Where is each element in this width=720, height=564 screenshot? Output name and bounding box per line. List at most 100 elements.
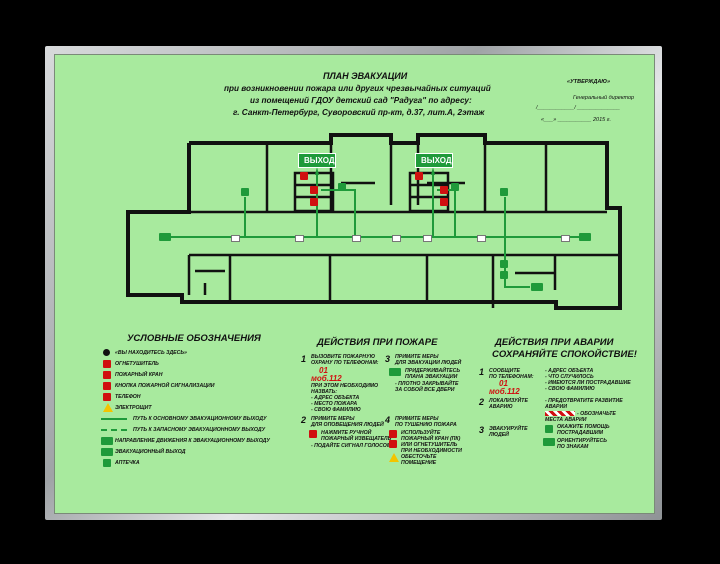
accident-step-3-text: ЭВАКУИРУЙТЕ xyxy=(489,426,528,432)
accident-step-2-text: МЕСТА АВАРИИ xyxy=(545,417,587,423)
legend-label: ОГНЕТУШИТЕЛЬ xyxy=(115,361,159,367)
door-marker xyxy=(423,235,432,242)
legend-label: КНОПКА ПОЖАРНОЙ СИГНАЛИЗАЦИИ xyxy=(115,383,215,389)
fire-step-4-text: ПОМЕЩЕНИЕ xyxy=(401,460,437,466)
fire-hose-icon xyxy=(103,371,111,379)
fire-step-2-text: ПРИМИТЕ МЕРЫ xyxy=(311,416,355,422)
fire-step-1-text: ВЫЗОВИТЕ ПОЖАРНУЮ xyxy=(311,354,375,360)
approval-date-line: «___» ___________ 2015 г. xyxy=(541,117,612,123)
approval-title: «УТВЕРЖДАЮ» xyxy=(567,79,611,85)
legend-label: ПОЖАРНЫЙ КРАН xyxy=(115,372,163,378)
accident-step-1-text: - ИМЕЮТСЯ ЛИ ПОСТРАДАВШИЕ xyxy=(545,380,631,386)
legend-label: ЭЛЕКТРОЩИТ xyxy=(115,405,152,411)
evacuation-routes xyxy=(165,171,585,288)
fire-actions-title: ДЕЙСТВИЯ ПРИ ПОЖАРЕ xyxy=(317,337,438,348)
fire-step-2-text: НАЖМИТЕ РУЧНОЙ xyxy=(321,430,372,436)
fire-step-1-number: 1 xyxy=(301,354,307,364)
extinguisher-icon xyxy=(440,186,448,194)
you-are-here-icon xyxy=(103,349,110,356)
main-route-arrow-icon xyxy=(101,418,127,420)
outer-walls xyxy=(126,133,622,310)
accident-step-3-text: ПОСТРАДАВШИМ xyxy=(557,430,603,436)
legend-label: АПТЕЧКА xyxy=(115,460,140,466)
accident-phone-2: моб.112 xyxy=(489,387,520,396)
door-marker xyxy=(561,235,570,242)
fire-step-3-text: ПЛАНА ЭВАКУАЦИИ xyxy=(405,374,458,380)
fire-step-3-text: ПРИМИТЕ МЕРЫ xyxy=(395,354,439,360)
exit-sign-right-label: ВЫХОД xyxy=(421,156,452,165)
accident-step-1-text: СООБЩИТЕ xyxy=(489,368,520,374)
accident-step-3-text: ОКАЖИТЕ ПОМОЩЬ xyxy=(557,424,610,430)
extinguisher-icon xyxy=(310,198,318,206)
running-man-icon xyxy=(241,188,249,196)
approval-role: Генеральный директор xyxy=(573,95,635,101)
phone-icon xyxy=(103,393,111,401)
accident-step-1-text: - АДРЕС ОБЪЕКТА xyxy=(545,368,594,374)
running-man-icon xyxy=(500,188,508,196)
fire-phone-1: 01 xyxy=(319,366,328,375)
electrical-panel-icon xyxy=(103,403,113,412)
spare-route-arrow-icon xyxy=(101,429,127,431)
staircases xyxy=(293,171,450,213)
plan-subtitle-1: при возникновении пожара или других чрез… xyxy=(224,84,491,93)
accident-step-2-text: ЛОКАЛИЗУЙТЕ xyxy=(489,398,528,404)
fire-step-2-text: ПОЖАРНЫЙ ИЗВЕЩАТЕЛЬ xyxy=(321,436,392,442)
legend-label: «ВЫ НАХОДИТЕСЬ ЗДЕСЬ» xyxy=(115,350,187,356)
inner-walls xyxy=(187,143,620,308)
fire-step-1-text: - АДРЕС ОБЪЕКТА xyxy=(311,395,360,401)
fire-step-1-text: НАЗВАТЬ: xyxy=(311,389,337,395)
hazard-tape-icon xyxy=(545,411,575,416)
fire-step-4-text: ПОЖАРНЫЙ КРАН (ПК) xyxy=(401,436,461,442)
accident-step-1-text: ПО ТЕЛЕФОНАМ: xyxy=(489,374,534,380)
fire-step-1-text: ПРИ ЭТОМ НЕОБХОДИМО xyxy=(311,383,379,389)
approval-signature-line: /____________/ ______________ xyxy=(536,105,621,111)
running-man-icon xyxy=(451,183,459,191)
electrical-panel-icon xyxy=(389,453,399,462)
picture-frame: ПЛАН ЭВАКУАЦИИ при возникновении пожара … xyxy=(45,46,662,520)
fire-step-1-text: ОХРАНУ ПО ТЕЛЕФОНАМ: xyxy=(311,360,379,366)
accident-step-2-text: - ОБОЗНАЧЬТЕ xyxy=(577,411,616,417)
fire-step-3-text: - ПЛОТНО ЗАКРЫВАЙТЕ xyxy=(395,381,459,387)
extinguisher-icon xyxy=(440,198,448,206)
exit-sign-icon xyxy=(101,448,113,456)
accident-step-3-number: 3 xyxy=(479,425,485,435)
accident-step-3-text: ОРИЕНТИРУЙТЕСЬ xyxy=(557,438,607,444)
fire-hose-icon xyxy=(415,172,423,180)
door-marker xyxy=(231,235,240,242)
accident-step-1-text: - ЧТО СЛУЧИЛОСЬ xyxy=(545,374,594,380)
plan-subtitle-2: из помещений ГДОУ детский сад "Радуга" п… xyxy=(250,96,472,105)
accident-step-2-text: АВАРИИ xyxy=(545,404,567,410)
accident-step-3-text: ПО ЗНАКАМ xyxy=(557,444,589,450)
exit-door-icon xyxy=(159,233,171,241)
accident-step-3-text: ЛЮДЕЙ xyxy=(489,432,509,438)
door-marker xyxy=(392,235,401,242)
running-man-icon xyxy=(500,271,508,279)
fire-step-1-text: - МЕСТО ПОЖАРА xyxy=(311,401,358,407)
exit-sign-right: ВЫХОД xyxy=(415,153,453,168)
fire-step-3-text: ПРИДЕРЖИВАЙТЕСЬ xyxy=(405,368,461,374)
fire-step-2-text: ДЛЯ ОПОВЕЩЕНИЯ ЛЮДЕЙ xyxy=(311,422,384,428)
exit-sign-left-label: ВЫХОД xyxy=(304,156,335,165)
fire-step-3-text: ЗА СОБОЙ ВСЕ ДВЕРИ xyxy=(395,387,455,393)
fire-step-4-text: ИСПОЛЬЗУЙТЕ xyxy=(401,430,441,436)
fire-step-4-text: ПРИ НЕОБХОДИМОСТИ xyxy=(401,448,462,454)
legend-label: ПУТЬ К ОСНОВНОМУ ЭВАКУАЦИОННОМУ ВЫХОДУ xyxy=(133,416,267,422)
fire-step-4-text: ПО ТУШЕНИЮ ПОЖАРА xyxy=(395,422,457,428)
fire-hose-icon xyxy=(389,430,397,438)
legend-title: УСЛОВНЫЕ ОБОЗНАЧЕНИЯ xyxy=(127,333,261,344)
exit-door-icon xyxy=(531,283,543,291)
evacuation-plan-panel: ПЛАН ЭВАКУАЦИИ при возникновении пожара … xyxy=(54,54,655,514)
fire-step-3-number: 3 xyxy=(385,354,391,364)
legend-label: ЭВАКУАЦИОННЫЙ ВЫХОД xyxy=(115,449,186,455)
accident-step-1-text: - СВОЮ ФАМИЛИЮ xyxy=(545,386,595,392)
fire-step-2-text: - ПОДАЙТЕ СИГНАЛ ГОЛОСОМ xyxy=(311,443,392,449)
plan-address: г. Санкт-Петербург, Суворовский пр-кт, д… xyxy=(233,108,485,117)
legend-label: ПУТЬ К ЗАПАСНОМУ ЭВАКУАЦИОННОМУ ВЫХОДУ xyxy=(133,427,266,433)
first-aid-icon xyxy=(103,459,111,467)
fire-step-4-text: ПРИМИТЕ МЕРЫ xyxy=(395,416,439,422)
accident-phone-1: 01 xyxy=(499,379,508,388)
extinguisher-icon xyxy=(389,440,397,448)
exit-door-icon xyxy=(579,233,591,241)
fire-step-4-text: ОБЕСТОЧЬТЕ xyxy=(401,454,437,460)
accident-step-2-text: - ПРЕДОТВРАТИТЕ РАЗВИТИЕ xyxy=(545,398,623,404)
